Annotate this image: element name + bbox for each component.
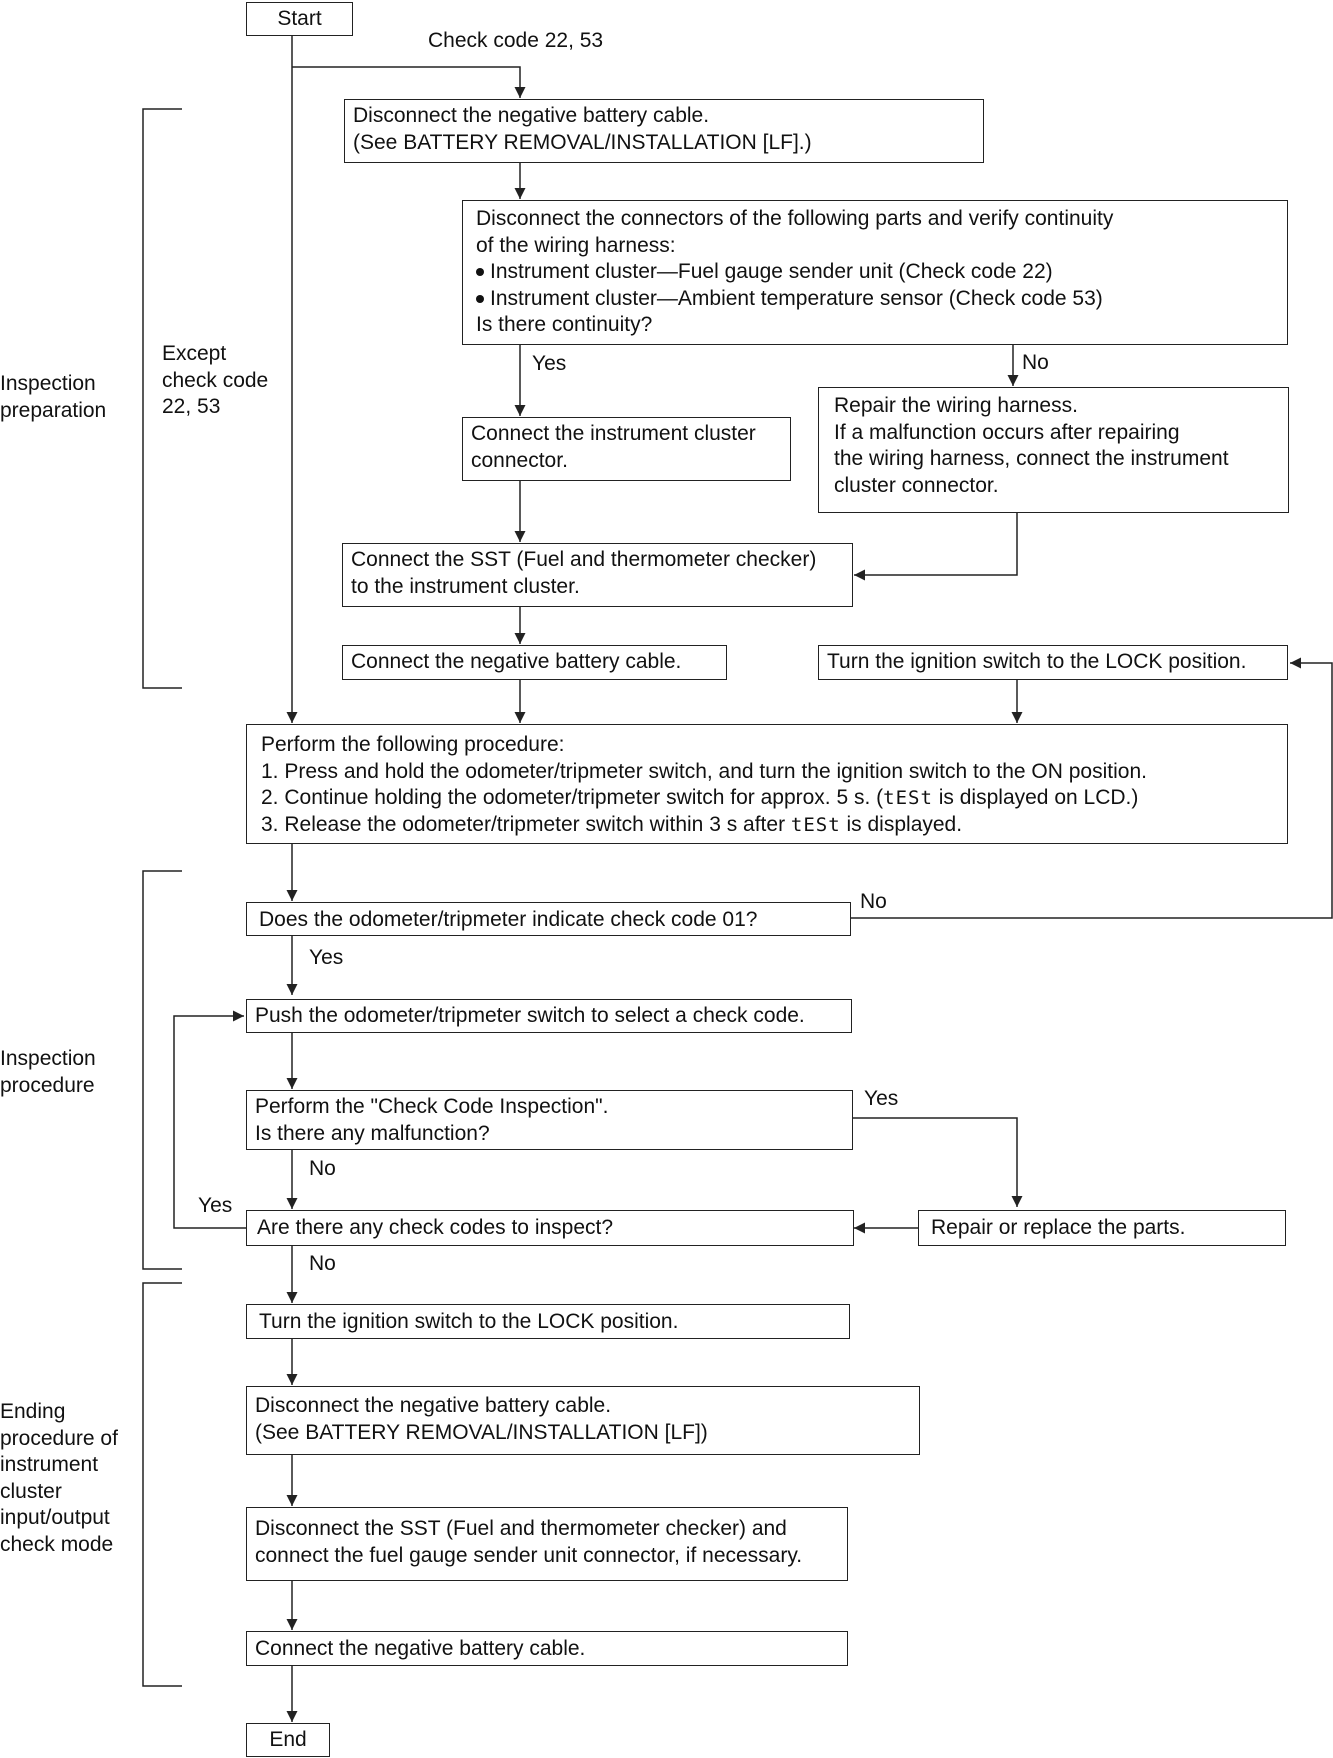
step-text: connector. — [471, 448, 568, 472]
edge-label-yes-malfunction: Yes — [864, 1087, 899, 1110]
disconnect-sst-step: Disconnect the SST (Fuel and thermometer… — [246, 1507, 848, 1581]
edge-label-no-continuity: No — [1022, 351, 1049, 374]
section-label-line: Inspection — [0, 1047, 96, 1070]
section-label-line: cluster — [0, 1479, 62, 1503]
edge-label-no-malfunction: No — [309, 1157, 336, 1180]
bracket-ending — [142, 1282, 182, 1687]
edge-start-to-disconnect — [292, 66, 526, 98]
step-text: connect the fuel gauge sender unit conne… — [255, 1543, 803, 1567]
decision-question: Is there any malfunction? — [255, 1121, 490, 1145]
section-label-line: Except — [162, 342, 227, 365]
edge-inspection-yes — [853, 1117, 1023, 1207]
section-label-line: 22, 53 — [162, 395, 221, 418]
step-text: Perform the following procedure: — [261, 733, 565, 756]
step-text: Connect the negative battery cable. — [255, 1637, 586, 1660]
lcd-test-indicator: tESt — [790, 813, 841, 836]
step-text: of the wiring harness: — [476, 233, 676, 257]
step-text-part: is displayed. — [840, 812, 963, 836]
disconnect-battery-step: Disconnect the negative battery cable. (… — [344, 99, 984, 163]
turn-lock-final-step: Turn the ignition switch to the LOCK pos… — [246, 1304, 850, 1339]
start-label: Start — [277, 7, 322, 30]
step-text: Disconnect the connectors of the followi… — [476, 207, 1114, 230]
decision-question: Does the odometer/tripmeter indicate che… — [259, 908, 758, 931]
step-text: Connect the instrument cluster — [471, 422, 756, 445]
edge-label-yes-code01: Yes — [309, 946, 344, 969]
decision-question: Are there any check codes to inspect? — [257, 1216, 614, 1239]
bullet-item: Instrument cluster—Fuel gauge sender uni… — [476, 259, 1274, 286]
repair-replace-step: Repair or replace the parts. — [918, 1210, 1286, 1246]
bullet-text: Instrument cluster—Ambient temperature s… — [490, 286, 1103, 310]
step-text: 2. Continue holding the odometer/tripmet… — [261, 785, 1273, 812]
step-text: Perform the "Check Code Inspection". — [255, 1095, 609, 1118]
step-text: Disconnect the negative battery cable. — [353, 104, 710, 127]
step-text-part: 2. Continue holding the odometer/tripmet… — [261, 786, 884, 809]
section-label-line: Inspection — [0, 372, 96, 395]
bullet-text: Instrument cluster—Fuel gauge sender uni… — [490, 260, 1053, 283]
bracket-preparation — [142, 108, 182, 689]
section-label-line: input/output — [0, 1506, 110, 1529]
edge-label-no-more: No — [309, 1252, 336, 1275]
step-text: Turn the ignition switch to the LOCK pos… — [259, 1310, 679, 1333]
section-label-ending: Ending procedure of instrument cluster i… — [0, 1399, 118, 1558]
section-label-preparation: Inspection preparation — [0, 371, 106, 424]
step-text: Repair the wiring harness. — [834, 394, 1078, 417]
bullet-icon — [476, 268, 484, 276]
decision-question: Is there continuity? — [476, 313, 653, 336]
step-text: Repair or replace the parts. — [931, 1216, 1186, 1239]
end-node: End — [246, 1723, 330, 1757]
section-label-line: procedure — [0, 1073, 95, 1097]
step-text: cluster connector. — [834, 473, 999, 497]
edge-more-yes-loop — [173, 1010, 246, 1229]
step-text: (See BATTERY REMOVAL/INSTALLATION [LF]) — [255, 1420, 708, 1444]
section-label-procedure: Inspection procedure — [0, 1046, 96, 1099]
edge-label-yes-continuity: Yes — [532, 352, 567, 375]
more-codes-decision: Are there any check codes to inspect? — [246, 1210, 854, 1246]
step-text-part: is displayed on LCD.) — [932, 786, 1139, 809]
step-text: to the instrument cluster. — [351, 574, 580, 598]
bullet-icon — [476, 294, 484, 303]
verify-continuity-decision: Disconnect the connectors of the followi… — [462, 200, 1288, 345]
section-label-line: check mode — [0, 1532, 114, 1556]
perform-procedure-step: Perform the following procedure: 1. Pres… — [246, 724, 1288, 844]
repair-harness-step: Repair the wiring harness. If a malfunct… — [818, 387, 1289, 513]
section-label-line: check code — [162, 368, 269, 392]
edge-label-no-code01: No — [860, 890, 887, 913]
section-label-line: preparation — [0, 398, 107, 422]
edge-repair-to-sst — [854, 513, 1018, 581]
step-text: Connect the negative battery cable. — [351, 650, 682, 673]
step-text: Push the odometer/tripmeter switch to se… — [255, 1004, 805, 1027]
step-text: Turn the ignition switch to the LOCK pos… — [827, 650, 1247, 673]
connect-cluster-step: Connect the instrument cluster connector… — [462, 417, 791, 481]
end-label: End — [269, 1728, 307, 1751]
bracket-procedure — [142, 870, 182, 1270]
section-label-line: Ending — [0, 1400, 66, 1423]
edge-code01-no-loop — [851, 657, 1333, 919]
section-label-except: Except check code 22, 53 — [162, 341, 268, 421]
check-inspection-decision: Perform the "Check Code Inspection". Is … — [246, 1090, 853, 1150]
step-text: Disconnect the negative battery cable. — [255, 1394, 612, 1417]
step-text: Connect the SST (Fuel and thermometer ch… — [351, 548, 817, 571]
edge-label-yes-more: Yes — [198, 1194, 233, 1217]
connect-battery-final-step: Connect the negative battery cable. — [246, 1631, 848, 1666]
push-switch-step: Push the odometer/tripmeter switch to se… — [246, 999, 852, 1033]
step-text: 1. Press and hold the odometer/tripmeter… — [261, 759, 1147, 783]
step-text: (See BATTERY REMOVAL/INSTALLATION [LF].) — [353, 130, 812, 154]
lcd-test-indicator: tESt — [883, 787, 933, 809]
step-text: the wiring harness, connect the instrume… — [834, 447, 1229, 470]
connect-battery-step: Connect the negative battery cable. — [342, 645, 727, 680]
edge-label-check-code: Check code 22, 53 — [428, 29, 604, 52]
step-text-part: 3. Release the odometer/tripmeter switch… — [261, 812, 791, 836]
step-text: If a malfunction occurs after repairing — [834, 420, 1180, 444]
start-node: Start — [246, 2, 353, 36]
check-code-01-decision: Does the odometer/tripmeter indicate che… — [246, 902, 851, 936]
disconnect-battery-final-step: Disconnect the negative battery cable. (… — [246, 1386, 920, 1455]
section-label-line: procedure of — [0, 1426, 118, 1450]
section-label-line: instrument — [0, 1453, 99, 1476]
bullet-item: Instrument cluster—Ambient temperature s… — [476, 286, 1274, 313]
connect-sst-step: Connect the SST (Fuel and thermometer ch… — [342, 543, 853, 607]
step-text: 3. Release the odometer/tripmeter switch… — [261, 812, 1273, 839]
step-text: Disconnect the SST (Fuel and thermometer… — [255, 1517, 787, 1540]
turn-lock-step: Turn the ignition switch to the LOCK pos… — [818, 645, 1288, 680]
